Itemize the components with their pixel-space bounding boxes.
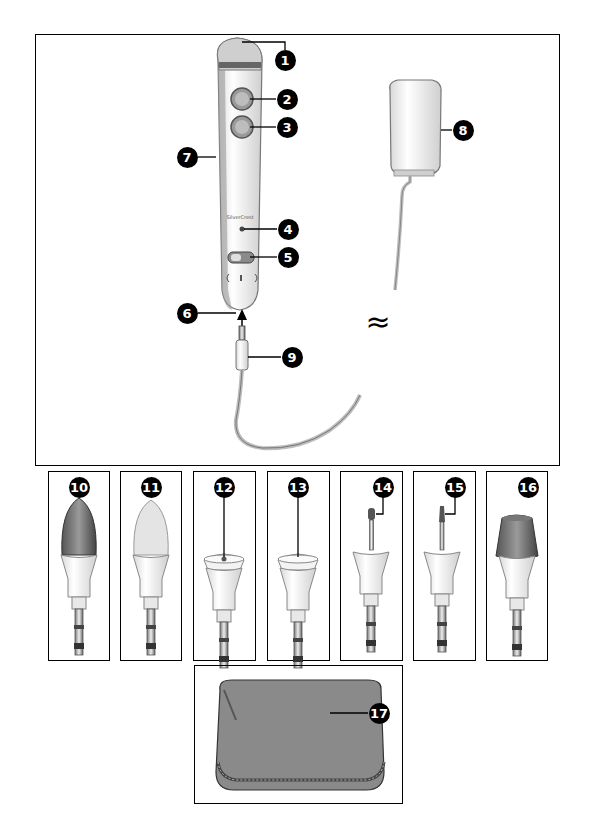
callout-number: 11 — [141, 477, 162, 498]
callout-number: 13 — [288, 477, 309, 498]
approx-symbol: ≈ — [366, 307, 391, 337]
callout-number: 2 — [277, 89, 298, 110]
callout-number: 7 — [177, 147, 198, 168]
callout-number: 5 — [278, 247, 299, 268]
callout-number: 16 — [518, 477, 539, 498]
callout-number: 17 — [369, 703, 390, 724]
brand-text: SilverCrest — [227, 215, 254, 220]
callout-number: 1 — [275, 50, 296, 71]
callout-number: 9 — [282, 347, 303, 368]
callout-number: 6 — [177, 303, 198, 324]
callout-number: 12 — [214, 477, 235, 498]
callout-number: 15 — [445, 477, 466, 498]
callout-number: 14 — [373, 477, 394, 498]
callout-number: 3 — [277, 117, 298, 138]
callout-number: 4 — [278, 219, 299, 240]
callout-number: 8 — [453, 120, 474, 141]
callout-number: 10 — [69, 477, 90, 498]
